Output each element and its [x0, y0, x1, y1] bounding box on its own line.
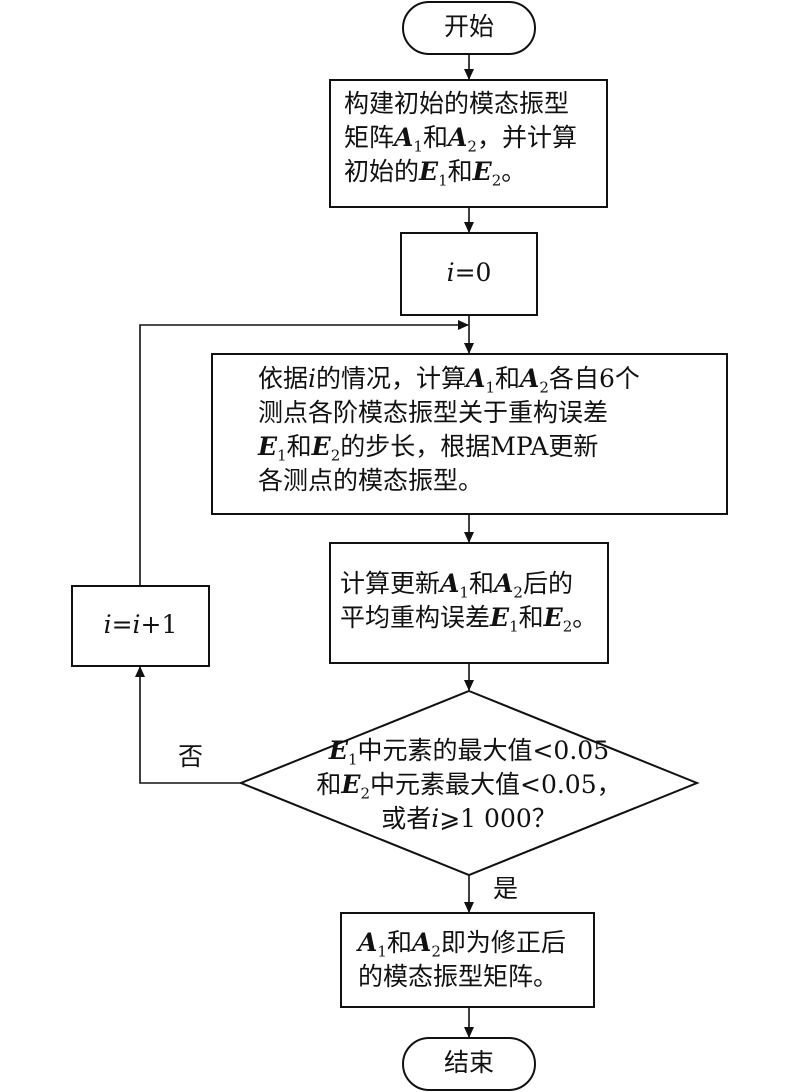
step-line-2: 测点各阶模态振型关于重构误差	[258, 398, 609, 427]
build-line-2: 矩阵A1和A2，并计算	[344, 123, 577, 156]
decision-line-3: 或者i⩾1 000？	[381, 804, 557, 833]
compute-line-1: 计算更新A1和A2后的	[340, 569, 573, 602]
decision-line-2: 和E2中元素最大值<0.05，	[316, 770, 622, 803]
end-terminal	[402, 1037, 536, 1091]
decision-line-1: E1中元素的最大值<0.05	[328, 736, 610, 769]
arrow-loop-back	[139, 320, 469, 586]
result-text: A1和A2即为修正后 的模态振型矩阵。	[358, 926, 566, 994]
step-line-4: 各测点的模态振型。	[258, 466, 484, 495]
build-line-1: 构建初始的模态振型	[344, 89, 570, 118]
increment-i-text: i=i+1	[103, 610, 178, 639]
decision-text: E1中元素的最大值<0.05 和E2中元素最大值<0.05， 或者i⩾1 000…	[269, 734, 669, 836]
yes-branch-label: 是	[493, 874, 519, 903]
compute-error-text: 计算更新A1和A2后的 平均重构误差E1和E2。	[340, 567, 597, 635]
mpa-update-text: 依据i的情况，计算A1和A2各自6个 测点各阶模态振型关于重构误差 E1和E2的…	[258, 362, 640, 498]
end-label: 结束	[443, 1048, 494, 1077]
result-line-2: 的模态振型矩阵。	[358, 962, 559, 991]
build-line-3: 初始的E1和E2。	[344, 157, 527, 190]
arrow-no-to-increment	[135, 666, 241, 784]
result-box	[340, 912, 595, 1008]
step-line-1: 依据i的情况，计算A1和A2各自6个	[258, 364, 640, 397]
compute-line-2: 平均重构误差E1和E2。	[340, 603, 598, 636]
start-label: 开始	[443, 12, 494, 41]
result-line-1: A1和A2即为修正后	[358, 928, 566, 961]
init-i-text: i=0	[446, 258, 492, 287]
step-line-3: E1和E2的步长，根据MPA更新	[258, 432, 599, 465]
build-matrix-text: 构建初始的模态振型 矩阵A1和A2，并计算 初始的E1和E2。	[344, 87, 577, 189]
no-branch-label: 否	[178, 742, 204, 771]
